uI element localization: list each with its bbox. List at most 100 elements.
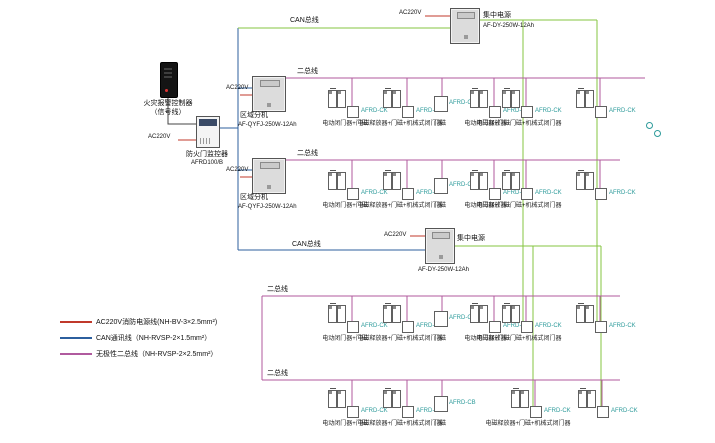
fire-door-icon [383,170,401,190]
fire-door-icon [383,388,401,408]
two-bus-label-row3: 二总线 [267,286,288,293]
legend-text: 无极性二总线（NH-RVSP-2×2.5mm²） [96,351,218,358]
device-cluster: AFRD-CK 电磁释放器+门磁+机械式闭门器 [357,88,443,127]
device-cluster: AFRD-CK 电磁释放器+门磁+机械式闭门器 [357,388,443,427]
can-bus-mid-label: CAN总线 [292,241,321,248]
fire-door-icon [470,88,488,108]
device-cluster: AFRD-CB 门磁 [433,88,476,127]
module-label: AFRD-CK [416,108,443,114]
regional-extension-1-cabinet [252,76,286,112]
module-label: AFRD-CK [609,108,636,114]
afrd-module-box [521,188,533,200]
module-label: AFRD-CB [449,100,476,106]
module-label: AFRD-CB [449,182,476,188]
module-label: AFRD-CB [449,400,476,406]
two-bus-lines [261,77,645,406]
fire-door-monitor-label: 防火门监控器 AFRD100/B [176,150,238,167]
legend-text: CAN通讯线（NH-RVSP-2×1.5mm²） [96,335,212,342]
supply1-model: AF-DY-250W-12Ah [483,23,535,29]
fire-door-icon [502,303,520,323]
fire-alarm-controller [160,62,178,98]
legend-row: CAN通讯线（NH-RVSP-2×1.5mm²） [60,330,217,346]
legend-blue-line-icon [60,337,92,339]
device-cluster: AFRD-CK [576,170,636,200]
afrd-module-box [402,321,414,333]
ext2-name: 区域分机 [240,194,268,201]
monitor-ac-label: AC220V [148,134,171,140]
fire-alarm-controller-label: 火灾报警控制器 （信号线） [126,99,210,117]
device-cluster: AFRD-CK 电动闭门器+门磁 [464,88,530,127]
legend-text: AC220V消防电源线(NH-BV-3×2.5mm²) [96,319,218,326]
fire-door-icon [470,303,488,323]
device-cluster: AFRD-CK 电动闭门器+门磁 [322,170,388,209]
supply2-name: 集中电源 [457,235,485,242]
device-caption: 电动闭门器+门磁 [464,121,510,127]
supply1-name: 集中电源 [483,12,511,19]
afrd-module-box [521,321,533,333]
device-cluster: AFRD-CK 电动闭门器+门磁 [464,170,530,209]
device-cluster: AFRD-CB 门磁 [433,303,476,342]
device-cluster: AFRD-CK [576,303,636,333]
device-cluster: AFRD-CK 电磁释放器+门磁+机械式闭门器 [476,170,562,209]
device-cluster: AFRD-CK 电磁释放器+门磁+机械式闭门器 [357,303,443,342]
power-distribution-lines [238,19,602,406]
device-caption: 电磁释放器+门磁+机械式闭门器 [476,336,562,342]
legend: AC220V消防电源线(NH-BV-3×2.5mm²) CAN通讯线（NH-RV… [60,314,217,362]
module-label: AFRD-CK [361,108,388,114]
device-caption: 电磁释放器+门磁+机械式闭门器 [357,421,443,427]
afrd-module-box [402,106,414,118]
device-caption: 门磁 [433,421,447,427]
controller-label-line2: （信号线） [150,109,186,116]
central-power-2-cabinet [425,228,455,264]
afrd-module-box [347,406,359,418]
module-label: AFRD-CK [503,108,530,114]
module-label: AFRD-CK [416,408,443,414]
afrd-module-box [521,106,533,118]
afrd-module-box [489,321,501,333]
ext2-model: AF-QYFJ-250W-12Ah [238,204,297,210]
monitor-model: AFRD100/B [190,160,223,166]
device-caption: 门磁 [433,203,447,209]
signal-line [167,96,196,125]
terminal-circle-icon [646,122,653,129]
ext2-ac-label: AC220V [226,167,249,173]
fire-door-icon [511,388,529,408]
device-cluster: AFRD-CK 电磁释放器+门磁+机械式闭门器 [357,170,443,209]
legend-red-line-icon [60,321,92,323]
controller-label-line1: 火灾报警控制器 [143,100,193,107]
device-cluster: AFRD-CK 电磁释放器+门磁+机械式闭门器 [485,388,571,427]
module-label: AFRD-CK [503,190,530,196]
fire-door-icon [383,88,401,108]
module-label: AFRD-CK [535,190,562,196]
device-caption: 电动闭门器+门磁 [322,421,368,427]
module-label: AFRD-CK [416,323,443,329]
fire-door-icon [576,170,594,190]
can-communication-lines [218,28,425,251]
ext1-ac-label: AC220V [226,85,249,91]
device-cluster: AFRD-CB 门磁 [433,388,476,427]
ac220v-power-lines [178,15,450,237]
two-bus-label-row4: 二总线 [267,370,288,377]
two-bus-label-row2: 二总线 [297,150,318,157]
module-label: AFRD-CK [544,408,571,414]
module-label: AFRD-CK [503,323,530,329]
afrd-module-box [402,188,414,200]
fire-door-icon [576,88,594,108]
device-cluster: AFRD-CK 电动闭门器+门磁 [322,388,388,427]
legend-row: AC220V消防电源线(NH-BV-3×2.5mm²) [60,314,217,330]
afrd-module-box [489,106,501,118]
device-cluster: AFRD-CK 电动闭门器+门磁 [464,303,530,342]
module-label: AFRD-CK [609,323,636,329]
door-magnet-box [434,311,448,327]
fire-door-icon [383,303,401,323]
can-bus-top-label: CAN总线 [290,17,319,24]
module-label: AFRD-CK [609,190,636,196]
device-cluster: AFRD-CK [576,88,636,118]
afrd-module-box [597,406,609,418]
device-caption: 门磁 [433,121,447,127]
legend-row: 无极性二总线（NH-RVSP-2×2.5mm²） [60,346,217,362]
device-caption: 电磁释放器+门磁+机械式闭门器 [485,421,571,427]
afrd-module-box [530,406,542,418]
door-magnet-box [434,96,448,112]
central-power-1-cabinet [450,8,480,44]
